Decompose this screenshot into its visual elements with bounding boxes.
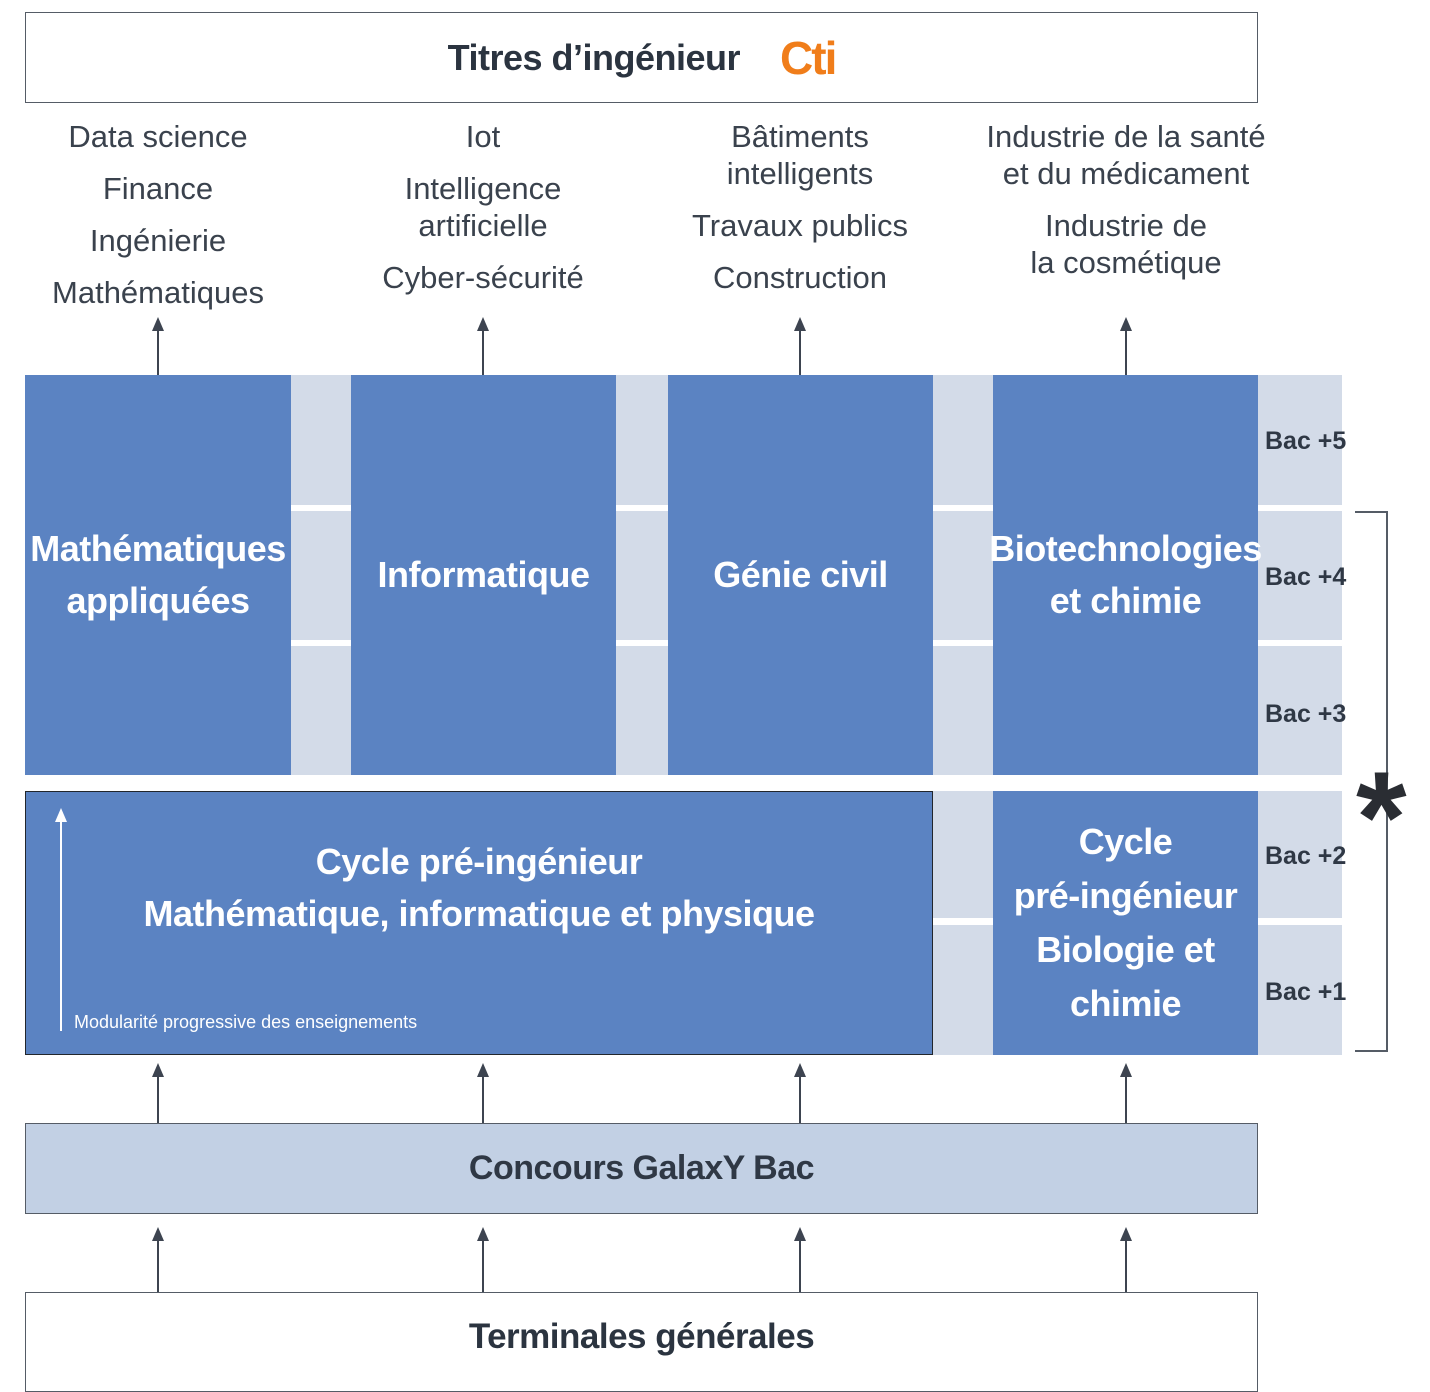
arrow-line xyxy=(1125,1239,1127,1292)
arrow-line xyxy=(482,1075,484,1123)
program-label: Biotechnologies et chimie xyxy=(989,528,1262,621)
specialization-line: Iot xyxy=(465,119,501,154)
arrow-line xyxy=(60,820,62,1031)
bracket xyxy=(1355,511,1388,1052)
level-bac-5: Bac +5 xyxy=(1265,427,1347,455)
program-genie-civil: Génie civil xyxy=(668,375,933,775)
level-bac-3: Bac +3 xyxy=(1265,700,1347,728)
level-bac-1: Bac +1 xyxy=(1265,978,1347,1006)
arrow-line xyxy=(1125,1075,1127,1123)
specialization-item: Finance xyxy=(8,170,308,207)
title-box: Titres d’ingénieur Cti xyxy=(25,12,1258,103)
arrow-line xyxy=(482,1239,484,1292)
specialization-line: intelligents xyxy=(726,156,874,191)
program-label: Informatique xyxy=(377,554,590,595)
arrow-line xyxy=(157,1075,159,1123)
prep-cycle-bio-label: Cycle pré-ingénieur Biologie et chimie xyxy=(1013,821,1238,1024)
specialization-line: Cyber-sécurité xyxy=(382,260,584,295)
modularity-arrow xyxy=(55,808,67,1031)
page-title: Titres d’ingénieur xyxy=(447,36,741,78)
specialization-item: Cyber-sécurité xyxy=(333,259,633,296)
arrow-line xyxy=(799,1075,801,1123)
specialization-item: Travaux publics xyxy=(650,207,950,244)
terminales-label: Terminales générales xyxy=(468,1317,815,1356)
specialization-line: Construction xyxy=(712,260,888,295)
arrow-line xyxy=(799,1239,801,1292)
arrow-head xyxy=(477,1063,489,1077)
program-label: Génie civil xyxy=(713,554,888,595)
arrow-head xyxy=(1120,1063,1132,1077)
prep-cycle-main: Cycle pré-ingénieur Mathématique, inform… xyxy=(25,791,933,1055)
specialization-line: la cosmétique xyxy=(1030,245,1222,280)
specialization-line: Bâtiments xyxy=(731,119,869,154)
specialization-item: Mathématiques xyxy=(8,274,308,311)
arrow-line xyxy=(157,1239,159,1292)
specialization-line: Mathématiques xyxy=(52,275,264,310)
arrow-line xyxy=(482,329,484,375)
modularity-note: Modularité progressive des enseignements xyxy=(74,1012,418,1032)
prep-cycle-bio: Cycle pré-ingénieur Biologie et chimie xyxy=(993,791,1258,1055)
prep-cycle-main-label: Cycle pré-ingénieur Mathématique, inform… xyxy=(143,841,815,934)
specialization-item: Construction xyxy=(650,259,950,296)
specialization-item: Data science xyxy=(8,118,308,155)
specialization-line: Finance xyxy=(102,171,214,206)
level-bac-4: Bac +4 xyxy=(1265,563,1347,591)
arrow-head xyxy=(477,317,489,331)
specialization-line: Intelligence xyxy=(404,171,562,206)
concours-box: Concours GalaxY Bac xyxy=(25,1123,1258,1214)
arrow-head xyxy=(794,1227,806,1241)
arrow-head xyxy=(55,808,67,822)
specialization-line: artificielle xyxy=(418,208,548,243)
program-maths-appliquees: Mathématiques appliquées xyxy=(25,375,291,775)
arrow-head xyxy=(152,1063,164,1077)
specialization-line: Data science xyxy=(68,119,248,154)
arrow-line xyxy=(1125,329,1127,375)
terminales-box: Terminales générales xyxy=(25,1292,1258,1392)
level-bac-2: Bac +2 xyxy=(1265,842,1347,870)
arrow-head xyxy=(794,317,806,331)
arrow-head xyxy=(1120,317,1132,331)
arrow-head xyxy=(1120,1227,1132,1241)
specialization-line: Industrie de la santé xyxy=(986,119,1266,154)
program-label: Mathématiques appliquées xyxy=(30,528,286,621)
specialization-item: Ingénierie xyxy=(8,222,308,259)
specialization-line: et du médicament xyxy=(1002,156,1250,191)
asterisk: * xyxy=(1356,744,1407,890)
program-biotechnologies: Biotechnologies et chimie xyxy=(989,375,1262,775)
arrow-head xyxy=(794,1063,806,1077)
arrow-line xyxy=(157,329,159,375)
specialization-line: Travaux publics xyxy=(692,208,908,243)
specialization-item: Iot xyxy=(333,118,633,155)
arrow-head xyxy=(152,317,164,331)
concours-label: Concours GalaxY Bac xyxy=(468,1149,815,1187)
specialization-line: Industrie de xyxy=(1045,208,1207,243)
cti-logo: Cti xyxy=(780,31,837,84)
specialization-line: Ingénierie xyxy=(89,223,227,258)
arrow-head xyxy=(152,1227,164,1241)
arrow-line xyxy=(799,329,801,375)
arrow-head xyxy=(477,1227,489,1241)
program-informatique: Informatique xyxy=(351,375,616,775)
